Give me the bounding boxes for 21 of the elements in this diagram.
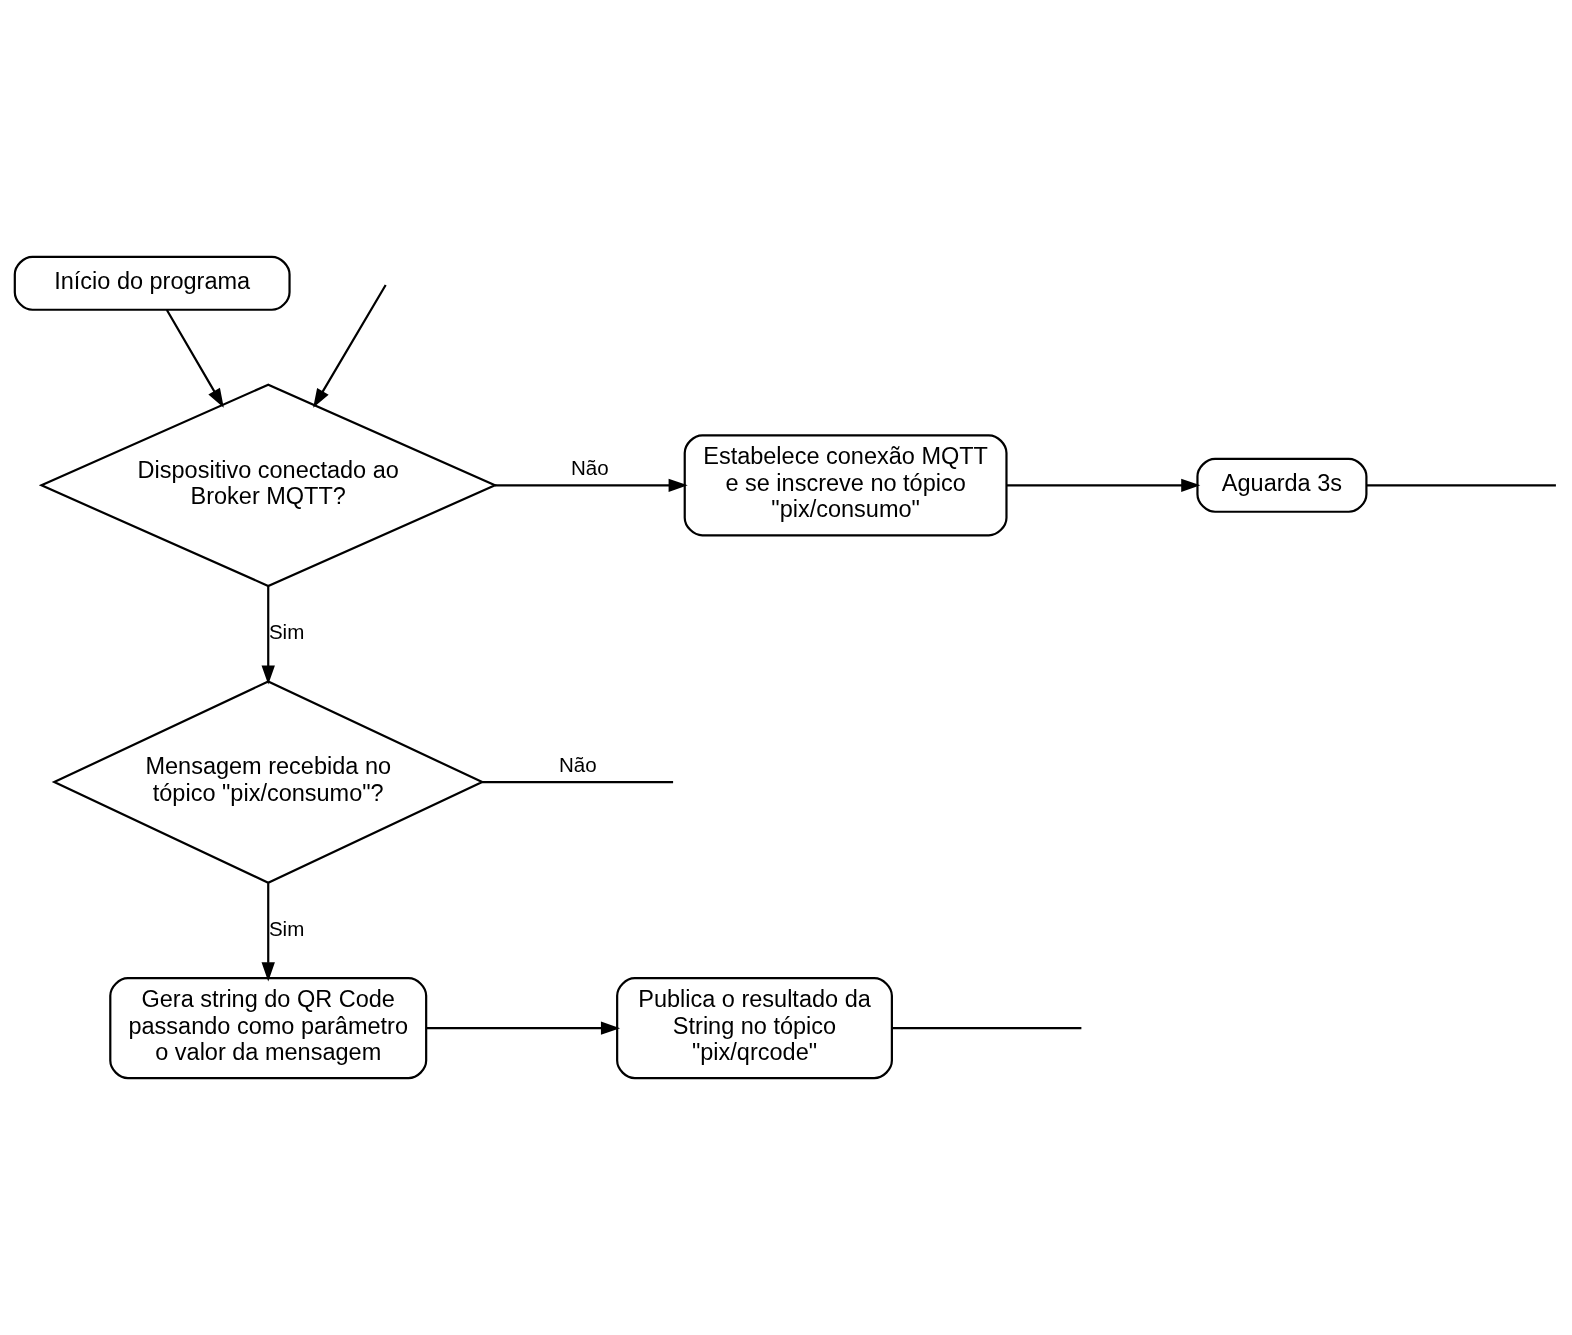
node-box: Gera string do QR Code passando como parâmetro o valor da mensagem [109,977,428,1080]
arrow [261,883,275,982]
node-box: Aguarda 3s [1196,457,1368,513]
edge-label: Não [558,753,597,777]
edge-label: Sim [268,620,305,644]
node-box: Estabelece conexão MQTT e se inscreve no tópico "pix/consumo" [683,434,1008,537]
node-diamond: Dispositivo conectado ao Broker MQTT? [38,383,498,588]
arrow [261,586,275,685]
connector [1366,484,1556,487]
node-box: Publica o resultado da String no tópico "pix/qrcode" [616,977,893,1080]
edge-label: Sim [268,916,305,940]
arrow [165,309,224,408]
connector [892,1027,1082,1030]
node-box: Início do programa [13,255,291,311]
arrow [494,478,688,493]
arrow [426,1021,621,1035]
arrow [1006,478,1201,493]
node-diamond: Mensagem recebida no tópico "pix/consumo"? [51,680,485,884]
arrow [313,284,387,408]
connector [482,781,674,784]
edge-label: Não [570,456,609,480]
